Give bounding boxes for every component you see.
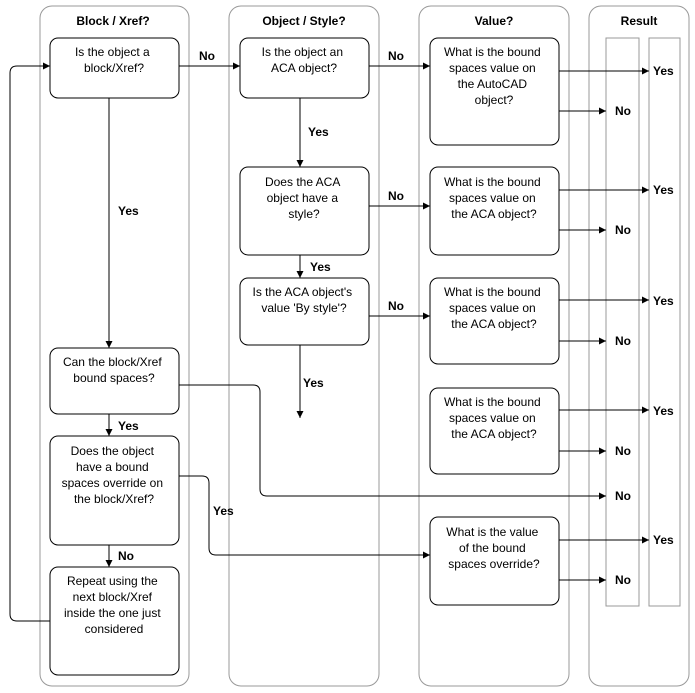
lane-title-result: Result: [621, 14, 658, 28]
label-canblock-yes: Yes: [118, 419, 139, 433]
lane-title-block: Block / Xref?: [76, 14, 149, 28]
arrow-repeat-loop: [9, 62, 50, 622]
node-can-block-text: Can the block/Xref bound spaces?: [63, 355, 165, 385]
node-override-text: Does the object have a bound spaces over…: [62, 444, 167, 506]
node-val-aca3: [429, 387, 560, 475]
result-yes-strip: [648, 37, 681, 607]
lane-title-object: Object / Style?: [262, 14, 345, 28]
node-val-aca3-text: What is the bound spaces value on the AC…: [444, 395, 544, 441]
result-no-3: No: [615, 334, 631, 348]
lane-title-value: Value?: [475, 14, 514, 28]
node-is-block: [49, 37, 180, 99]
result-yes-1: Yes: [653, 64, 674, 78]
node-val-override-text: What is the value of the bound spaces ov…: [446, 525, 541, 571]
label-isaca-no: No: [388, 49, 404, 63]
node-is-aca: [239, 37, 370, 99]
arrow-canblock-no: [179, 384, 606, 500]
node-val-aca2: [429, 277, 560, 365]
node-val-aca1: [429, 166, 560, 256]
node-val-override: [429, 516, 560, 606]
result-no-4: No: [615, 444, 631, 458]
node-can-block: [49, 347, 180, 415]
node-val-autocad-text: What is the bound spaces value on the Au…: [444, 45, 544, 107]
node-is-aca-text: Is the object an ACA object?: [262, 45, 347, 75]
result-no-5: No: [615, 489, 631, 503]
label-acastyle-no: No: [388, 189, 404, 203]
node-is-block-text: Is the object a block/Xref?: [75, 45, 153, 75]
result-no-6: No: [615, 573, 631, 587]
lane-object: [228, 5, 380, 687]
arrow-override-yes: [179, 475, 430, 559]
node-val-aca1-text: What is the bound spaces value on the AC…: [444, 175, 544, 221]
label-acastyle-yes: Yes: [310, 260, 331, 274]
label-override-no: No: [118, 549, 134, 563]
label-bystyle-yes: Yes: [303, 376, 324, 390]
node-by-style: [239, 277, 370, 346]
result-no-2: No: [615, 223, 631, 237]
label-override-yes: Yes: [213, 504, 234, 518]
result-yes-6: Yes: [653, 533, 674, 547]
node-aca-style-text: Does the ACA object have a style?: [265, 175, 343, 221]
node-by-style-text: Is the ACA object's value 'By style'?: [252, 285, 355, 315]
node-val-aca2-text: What is the bound spaces value on the AC…: [444, 285, 544, 331]
node-aca-style: [239, 166, 370, 256]
result-yes-4: Yes: [653, 404, 674, 418]
result-no-strip: [605, 37, 640, 607]
label-isaca-yes: Yes: [308, 125, 329, 139]
node-val-autocad: [429, 37, 560, 146]
result-yes-3: Yes: [653, 294, 674, 308]
label-bystyle-no: No: [388, 299, 404, 313]
label-isblock-yes: Yes: [118, 204, 139, 218]
result-no-1: No: [615, 104, 631, 118]
node-repeat-text: Repeat using the next block/Xref inside …: [64, 574, 164, 636]
label-isblock-no: No: [199, 49, 215, 63]
result-yes-2: Yes: [653, 183, 674, 197]
node-override: [49, 435, 180, 546]
